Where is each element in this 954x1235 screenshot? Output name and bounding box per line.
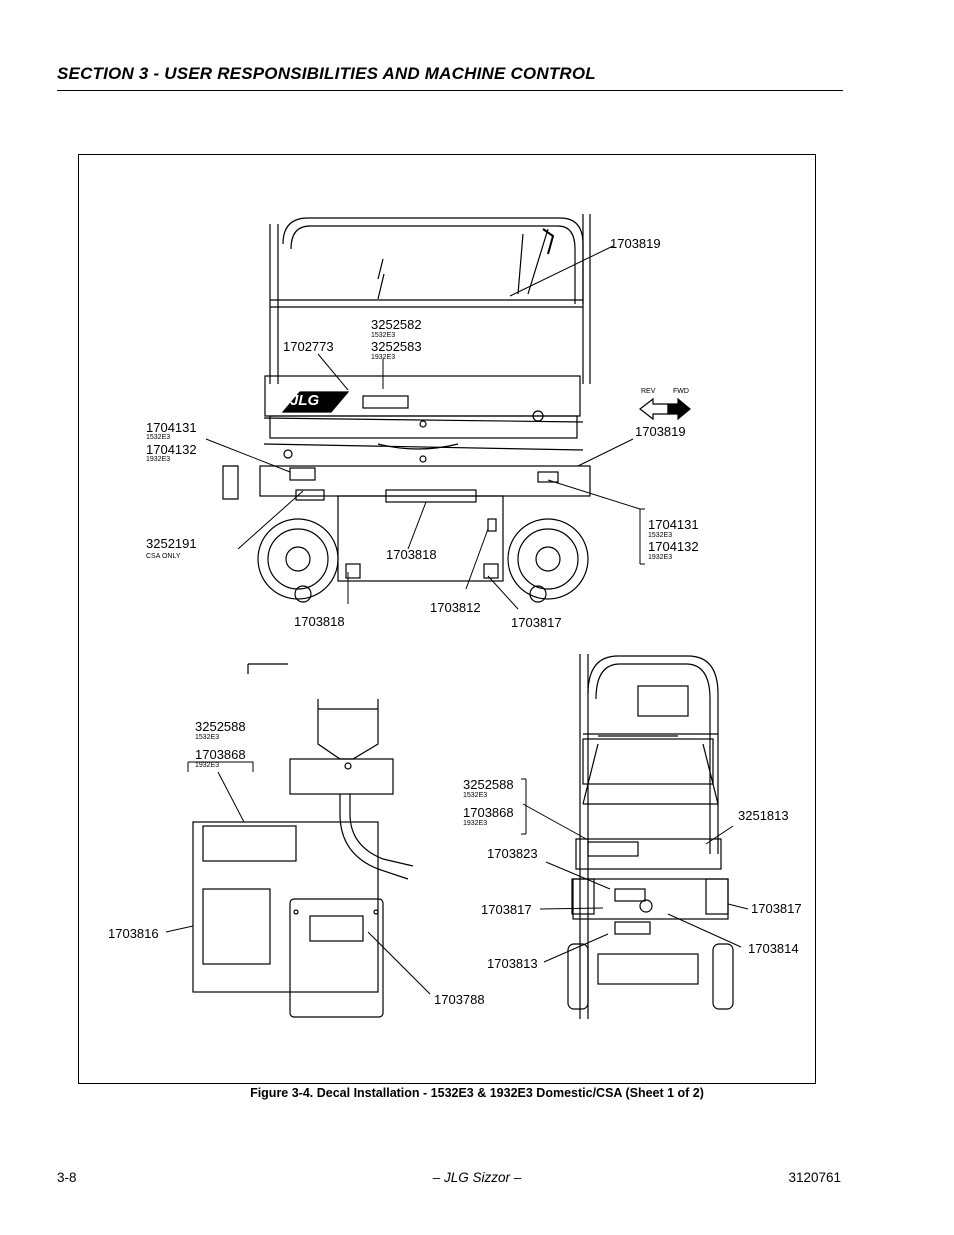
end-decal-top xyxy=(587,841,639,857)
control-box-leaders xyxy=(165,761,431,995)
document-number: 3120761 xyxy=(788,1170,841,1185)
placard-decal xyxy=(362,395,409,409)
end-decal-low xyxy=(614,921,651,935)
section-header: SECTION 3 - USER RESPONSIBILITIES AND MA… xyxy=(57,64,596,83)
callout-3252583: 3252583 xyxy=(371,339,422,354)
decal-box-left xyxy=(289,467,316,481)
callout-1703818-mid: 1703818 xyxy=(386,547,437,562)
callout-3252588-end: 3252588 xyxy=(463,777,514,792)
callout-1703868-end: 1703868 xyxy=(463,805,514,820)
callout-1703817-end-left: 1703817 xyxy=(481,902,532,917)
callout-1703868-box-model: 1932E3 xyxy=(195,762,220,769)
footer-title: – JLG Sizzor – xyxy=(432,1170,522,1185)
callout-1703868-end-model: 1932E3 xyxy=(463,820,488,827)
callout-1703819-mid: 1703819 xyxy=(635,424,686,439)
callout-1704131-right-model: 1532E3 xyxy=(648,532,673,539)
callout-3252582: 3252582 xyxy=(371,317,422,332)
callout-1703813: 1703813 xyxy=(487,956,538,971)
callout-3251813: 3251813 xyxy=(738,808,789,823)
callout-1704132-right-model: 1932E3 xyxy=(648,554,673,561)
direction-arrow-decal xyxy=(639,397,691,421)
callout-3252588-box-model: 1532E3 xyxy=(195,734,220,741)
callout-1703812: 1703812 xyxy=(430,600,481,615)
callout-1703868-box: 1703868 xyxy=(195,747,246,762)
callout-1704131-right: 1704131 xyxy=(648,517,699,532)
control-decal-top xyxy=(202,825,297,862)
callout-1703817-end-right: 1703817 xyxy=(751,901,802,916)
callout-1704132-left-model: 1932E3 xyxy=(146,456,171,463)
side-view-leaders xyxy=(205,245,645,610)
callout-1704132-right: 1704132 xyxy=(648,539,699,554)
end-decal-mid xyxy=(614,888,646,902)
end-view xyxy=(567,654,734,1019)
figure-caption: Figure 3-4. Decal Installation - 1532E3 … xyxy=(250,1086,704,1100)
callout-1703817: 1703817 xyxy=(511,615,562,630)
callout-1704131-left: 1704131 xyxy=(146,420,197,435)
callout-1703816: 1703816 xyxy=(108,926,159,941)
callout-3252191: 3252191 xyxy=(146,536,197,551)
figure-frame xyxy=(78,154,816,1084)
callout-1702773: 1702773 xyxy=(283,339,334,354)
fwd-label: FWD xyxy=(673,388,689,395)
side-view-platform xyxy=(222,375,591,603)
callout-3252583-model: 1932E3 xyxy=(371,354,396,361)
callout-3252191-note: CSA ONLY xyxy=(146,553,181,560)
callout-1703819-top: 1703819 xyxy=(610,236,661,251)
side-view-guardrail xyxy=(269,214,591,384)
side-view-wheels xyxy=(257,518,589,600)
rev-label: REV xyxy=(641,388,656,395)
control-decal-right xyxy=(309,915,364,942)
callout-1704131-left-model: 1532E3 xyxy=(146,434,171,441)
end-view-leaders xyxy=(521,778,749,963)
decal-installation-drawing xyxy=(165,214,749,1019)
control-box-view xyxy=(192,663,414,1018)
decal-box-right xyxy=(537,471,559,483)
callout-1703814: 1703814 xyxy=(748,941,799,956)
callout-1703823: 1703823 xyxy=(487,846,538,861)
callout-3252588-box: 3252588 xyxy=(195,719,246,734)
jlg-logo-text: JLG xyxy=(290,392,320,409)
page-number: 3-8 xyxy=(57,1170,77,1185)
callout-3252588-end-model: 1532E3 xyxy=(463,792,488,799)
callout-1704132-left: 1704132 xyxy=(146,442,197,457)
control-decal-left xyxy=(202,888,271,965)
callout-1703818-low: 1703818 xyxy=(294,614,345,629)
callout-3252582-model: 1532E3 xyxy=(371,332,396,339)
header-rule xyxy=(57,90,843,91)
jlg-logo xyxy=(281,391,350,413)
callout-1703788: 1703788 xyxy=(434,992,485,1007)
